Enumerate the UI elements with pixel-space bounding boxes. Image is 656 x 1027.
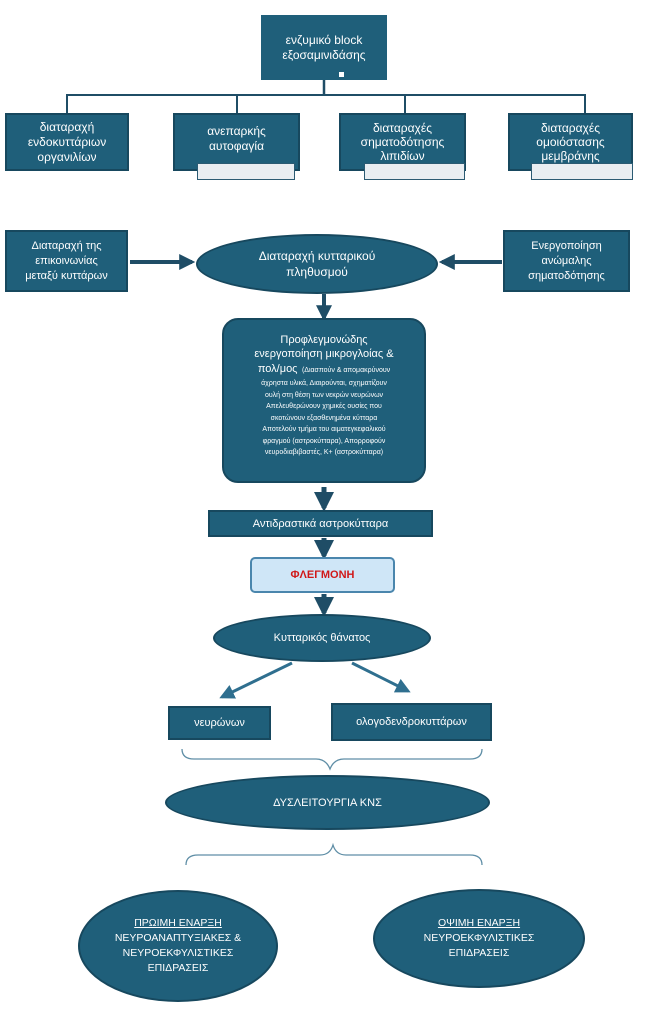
top-box-line-2: εξοσαμινιδάσης [282,47,366,62]
box-organelle-line-2: ενδοκυττάριων [27,134,107,149]
box-communication-line-3: μεταξύ κυττάρων [25,269,108,282]
box-cell-communication: Διαταραχή της επικοινωνίας μεταξύ κυττάρ… [5,230,128,292]
microglia-detail-2: ουλή στη θέση των νεκρών νευρώνων [264,391,384,399]
box-signaling-line-1: Ενεργοποίηση [531,239,602,252]
autophagy-subbox [197,163,295,180]
cell-death-label: Κυτταρικός θάνατος [273,632,371,644]
box-autophagy-line-1: ανεπαρκής [207,124,266,138]
membrane-subbox [531,163,633,180]
ellipse-cns-dysfunction: ΔΥΣΛΕΙΤΟΥΡΓΙΑ ΚΝΣ [165,775,490,830]
early-line-2: ΝΕΥΡΟΕΚΦΥΛΙΣΤΙΚΕΣ [122,947,234,959]
late-title: ΟΨΙΜΗ ΕΝΑΡΞΗ [437,917,521,929]
box-signaling-line-2: ανώμαλης [541,254,592,267]
box-communication-line-1: Διαταραχή της [31,239,102,252]
microglia-title-3-row: πολ/μος (Διασπούν & απομακρύνουν [258,361,390,378]
box-signaling-line-3: σηματοδότησης [528,269,605,282]
population-line-2: πληθυσμού [286,265,348,279]
tree-branch [66,94,586,113]
box-membrane-line-3: μεμβράνης [541,149,600,163]
oligo-label: ολογοδενδροκυττάρων [356,716,467,728]
box-organelle-line-3: οργανιλίων [37,149,97,164]
arrow-death-to-neurons [219,661,293,699]
box-reactive-astrocytes: Αντιδραστικά αστροκύτταρα [208,510,433,537]
early-line-3: ΕΠΙΔΡΑΣΕΙΣ [147,962,209,974]
population-line-1: Διαταραχή κυτταρικού [258,249,376,263]
box-neurons: νευρώνων [168,706,271,740]
astro-label: Αντιδραστικά αστροκύτταρα [252,517,389,530]
cns-label: ΔΥΣΛΕΙΤΟΥΡΓΙΑ ΚΝΣ [273,796,382,809]
arrow-death-to-oligo [351,661,411,693]
microglia-title-1: Προφλεγμονώδης [280,334,368,346]
microglia-detail-4: σκοτώνουν εξασθενημένα κύτταρα [270,414,378,422]
lipid-subbox [364,163,465,180]
microglia-title-3: πολ/μος [257,363,298,375]
top-box-marker [339,72,344,77]
box-communication-line-2: επικοινωνίας [35,254,98,267]
microglia-detail-6: φραγμού (αστροκύτταρα), Απορροφούν [262,437,386,445]
box-autophagy-line-2: αυτοφαγία [208,139,265,153]
box-membrane-line-1: διαταραχές [541,121,600,135]
box-membrane-homeostasis: διαταραχές ομοιόστασης μεμβράνης [508,113,633,171]
microglia-detail-first: (Διασπούν & απομακρύνουν [301,367,391,374]
box-organelle-line-1: διαταραχή [39,119,95,134]
microglia-detail-5: Αποτελούν τμήμα του αιματεγκεφαλικού [262,426,386,433]
box-inflammation: ΦΛΕΓΜΟΝΗ [250,557,395,593]
neurons-label: νευρώνων [194,717,245,729]
early-line-1: ΝΕΥΡΟΑΝΑΠΤΥΞΙΑΚΕΣ & [114,932,242,944]
inflammation-label: ΦΛΕΓΜΟΝΗ [290,569,355,581]
brace-lower [185,842,483,866]
microglia-detail-7: νευροδιαβιβαστές, K+ (αστροκύτταρα) [264,449,384,456]
ellipse-late-onset: ΟΨΙΜΗ ΕΝΑΡΞΗ ΝΕΥΡΟΕΚΦΥΛΙΣΤΙΚΕΣ ΕΠΙΔΡΑΣΕΙ… [373,889,585,988]
microglia-detail-3: Απελευθερώνουν χημικές ουσίες που [266,403,382,410]
box-lipid-signaling: διαταραχές σηματοδότησης λιπιδίων [339,113,466,171]
top-box-enzymatic-block: ενζυμικό block εξοσαμινιδάσης [261,15,387,80]
box-membrane-line-2: ομοιόστασης [536,135,605,149]
box-organelle-disruption: διαταραχή ενδοκυττάριων οργανιλίων [5,113,129,171]
box-microglia-activation: Προφλεγμονώδης ενεργοποίηση μικρογλοίας … [222,318,426,483]
ellipse-cell-death: Κυτταρικός θάνατος [213,614,431,662]
top-box-line-1: ενζυμικό block [285,32,363,47]
late-line-2: ΕΠΙΔΡΑΣΕΙΣ [448,947,510,959]
early-title: ΠΡΩΙΜΗ ΕΝΑΡΞΗ [134,917,222,929]
microglia-title-2: ενεργοποίηση μικρογλοίας & [254,348,394,360]
late-line-1: ΝΕΥΡΟΕΚΦΥΛΙΣΤΙΚΕΣ [423,932,535,944]
ellipse-population-disruption: Διαταραχή κυτταρικού πληθυσμού [196,234,438,294]
box-abnormal-signaling: Ενεργοποίηση ανώμαλης σηματοδότησης [503,230,630,292]
microglia-detail-1: άχρηστα υλικά, Διαιρούνται, σχηματίζουν [261,380,387,387]
box-lipid-line-2: σηματοδότησης [360,135,445,149]
ellipse-early-onset: ΠΡΩΙΜΗ ΕΝΑΡΞΗ ΝΕΥΡΟΑΝΑΠΤΥΞΙΑΚΕΣ & ΝΕΥΡΟΕ… [78,890,278,1002]
box-oligodendrocytes: ολογοδενδροκυττάρων [331,703,492,741]
box-autophagy: ανεπαρκής αυτοφαγία [173,113,300,171]
box-lipid-line-3: λιπιδίων [380,149,425,163]
brace-upper [181,748,483,771]
box-lipid-line-1: διαταραχές [373,121,432,135]
